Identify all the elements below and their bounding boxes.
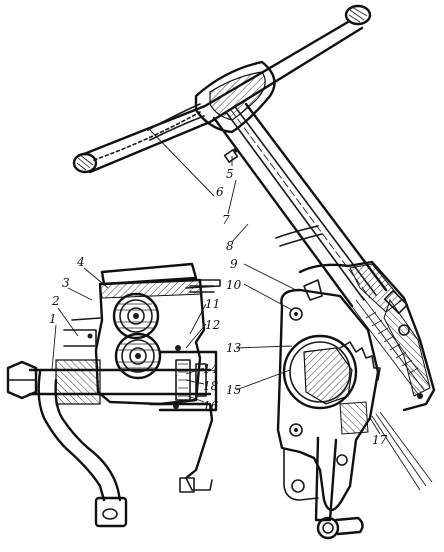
callout-3: 3 [62,276,70,290]
callout-16: 16 [203,399,219,413]
callout-13: 13 [226,341,242,355]
callout-labels: 1 2 3 4 5 6 7 8 9 10 11 12 13 14 15 16 1… [49,167,388,447]
callout-14: 14 [203,362,218,376]
callout-18: 18 [203,379,219,393]
callout-17: 17 [372,433,388,447]
callout-5: 5 [226,167,234,181]
steering-gear-box [276,260,436,540]
callout-12: 12 [205,318,220,332]
callout-10: 10 [226,278,242,292]
callout-8: 8 [226,239,234,253]
callout-1: 1 [49,312,57,326]
callout-9: 9 [230,257,238,271]
callout-11: 11 [205,297,220,311]
callout-15: 15 [226,383,241,397]
callout-7: 7 [222,213,230,227]
callout-6: 6 [216,185,224,199]
callout-2: 2 [51,294,60,308]
leader-lines [51,129,381,435]
steering-wheel [72,4,372,174]
callout-4: 4 [76,255,85,269]
gearbox-section-view [6,262,221,528]
steering-column [212,102,388,308]
